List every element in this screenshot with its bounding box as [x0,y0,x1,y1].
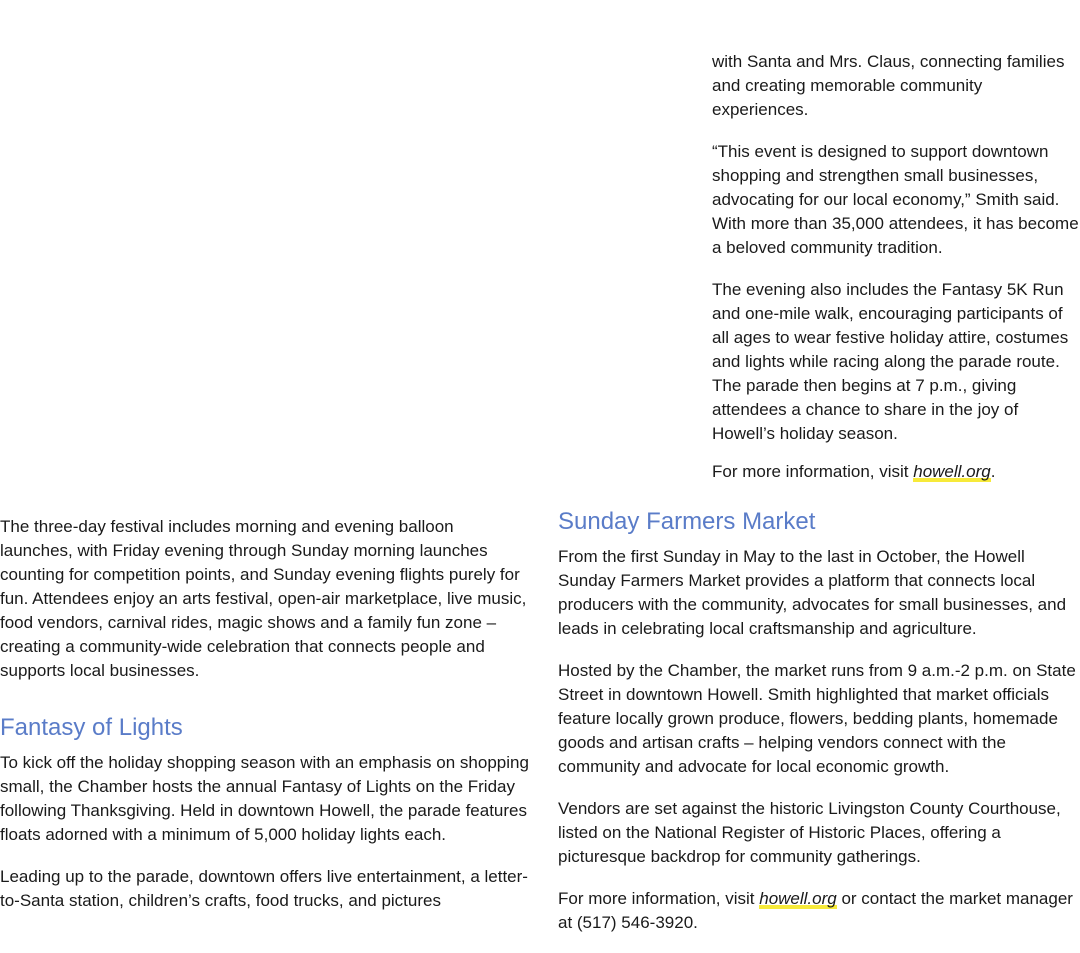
market-season-paragraph: From the first Sunday in May to the last… [558,547,1067,638]
holiday-season-paragraph: To kick off the holiday shopping season … [0,753,529,844]
smith-quote-paragraph: “This event is designed to support downt… [712,142,1079,257]
more-info-prefix: For more information, visit [712,462,914,481]
fantasy-5k-paragraph: The evening also includes the Fantasy 5K… [712,280,1069,443]
market-howell-org-link[interactable]: howell.org [759,889,837,909]
balloon-festival-paragraph: The three-day festival includes morning … [0,517,527,680]
sunday-farmers-market-heading: Sunday Farmers Market [558,508,816,535]
left-column: The three-day festival includes morning … [0,515,530,931]
market-hours-paragraph: Hosted by the Chamber, the market runs f… [558,661,1076,776]
howell-org-link[interactable]: howell.org [913,462,991,482]
more-info-paragraph: For more information, visit howell.org. [712,460,1080,484]
market-contact-prefix: For more information, visit [558,889,760,908]
santa-paragraph: with Santa and Mrs. Claus, connecting fa… [712,52,1065,119]
top-right-column: with Santa and Mrs. Claus, connecting fa… [712,50,1080,502]
right-column: Sunday Farmers Market From the first Sun… [558,505,1076,953]
market-contact-suffix: or contact the market manager at (517) 5… [558,889,1073,932]
courthouse-paragraph: Vendors are set against the historic Liv… [558,799,1061,866]
parade-lead-up-paragraph: Leading up to the parade, downtown offer… [0,867,528,910]
fantasy-of-lights-heading: Fantasy of Lights [0,714,183,741]
market-contact-paragraph: For more information, visit howell.org o… [558,887,1076,935]
more-info-suffix: . [990,462,996,481]
